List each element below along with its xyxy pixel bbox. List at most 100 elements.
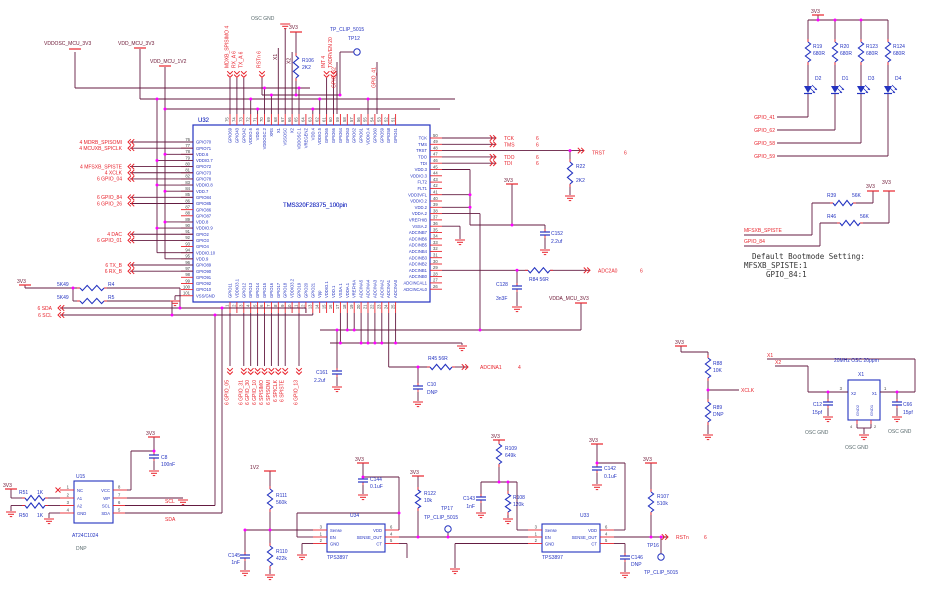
net-label-680r: 680R: [893, 51, 905, 57]
net-arrow-icon: [275, 367, 282, 372]
net-label-4-mdrb-spisomi: 4 MDRB_SPISOMI: [79, 140, 122, 146]
junction-dot: [510, 223, 514, 227]
pin-number: 93: [185, 241, 190, 246]
net-label-tms320f28375-100pin: TMS320F28375_100pin: [283, 203, 347, 209]
net-label-tps3897: TPS3897: [327, 555, 348, 561]
pin-number: 40: [433, 196, 438, 201]
junction-dot: [338, 93, 342, 97]
net-label-gpio-62: GPIO_62: [754, 128, 775, 134]
pin-number: 5: [118, 508, 121, 513]
net-label-5k49: 5K49: [57, 295, 69, 301]
net-label-100nf: 100nF: [161, 462, 175, 468]
pin-number: 27: [433, 278, 438, 283]
pin-number: 5: [390, 538, 393, 543]
junction-dot: [155, 226, 159, 230]
net-label-2k2: 2K2: [576, 178, 585, 184]
pin-name: TDO: [418, 155, 428, 160]
pin-name: VDD.9: [196, 256, 209, 261]
pin-number: 22: [370, 304, 375, 309]
net-label-10k: 10K: [713, 368, 723, 374]
junction-dot: [163, 189, 167, 193]
net-label-d3: D3: [868, 76, 875, 82]
net-label-d1: D1: [842, 76, 849, 82]
net-label-1k: 1K: [37, 513, 44, 519]
net-label-r124: R124: [893, 44, 905, 50]
pin-name: XRS: [269, 128, 274, 137]
pin-number: 81: [185, 168, 190, 173]
pin-name: VDDIO.9: [196, 226, 213, 231]
junction-dot: [269, 93, 273, 97]
net-arrow-icon: [127, 261, 132, 269]
pin-name: VDDIO.3: [410, 173, 427, 178]
pin-name: VDDIO3.2: [290, 278, 295, 298]
pin-name: GPIO3: [196, 238, 209, 243]
net-arrow-icon: [661, 533, 666, 541]
net-label-3v3: 3V3: [289, 25, 298, 31]
pin-number: 9: [280, 304, 285, 307]
junction-dot: [515, 268, 519, 272]
pin-number: 18: [342, 304, 347, 309]
net-label-dnp: DNP: [631, 562, 642, 568]
pin-name: GPIO17: [276, 282, 281, 298]
net-arrow-icon: [295, 367, 303, 372]
pin-number: 36: [433, 221, 438, 226]
junction-dot: [243, 528, 247, 532]
net-label-tp16: TP16: [647, 543, 659, 549]
pin-name: GPIO69: [228, 127, 233, 143]
net-label-tdo: TDO: [504, 155, 515, 161]
net-label-1k: 1K: [37, 490, 44, 496]
net-label-0-1uf: 0.1uF: [370, 484, 383, 490]
net-arrow-icon: [323, 70, 330, 75]
pin-number: 92: [185, 235, 190, 240]
pin-name: X1: [276, 127, 281, 133]
net-label-trst: TRST: [592, 151, 605, 157]
pin-name: GPIO12: [241, 282, 246, 298]
pin-name: VDDA.1: [345, 282, 350, 298]
pin-name: GPIO43: [234, 127, 239, 143]
pin-name: GPIO15: [262, 282, 267, 298]
net-arrow-icon: [127, 194, 132, 201]
junction-dot: [155, 97, 159, 101]
net-label-adc2a0: ADC2A0: [598, 268, 618, 274]
net-label-3v3: 3V3: [491, 434, 500, 440]
pin-number: 86: [185, 198, 190, 203]
net-arrow-icon: [254, 367, 261, 372]
net-label-x1: X1: [273, 54, 279, 60]
pin-number: 1: [320, 532, 323, 537]
pin-name: GPIO90: [196, 269, 212, 274]
net-arrow-icon: [127, 267, 132, 275]
net-arrow-icon: [240, 70, 247, 75]
net-label-u33: U33: [580, 513, 589, 519]
net-label-d4: D4: [895, 76, 902, 82]
mcu-ref: U32: [198, 118, 210, 124]
pin-name: SDA: [101, 511, 110, 516]
pin-name: GND: [330, 542, 339, 547]
net-label-r46: R46: [827, 214, 836, 220]
pin-number: 15: [321, 304, 326, 309]
pin-name: ADCINB3: [409, 255, 428, 260]
pin-name: VDDIO3.1: [234, 278, 239, 298]
pin-number: 5: [252, 304, 257, 307]
junction-dot: [213, 313, 217, 317]
pin-number: 69: [266, 117, 271, 122]
junction-dot: [318, 97, 322, 101]
no-connect-icon: [55, 487, 61, 493]
pin-number: 52: [383, 117, 388, 122]
junction-dot: [833, 18, 837, 22]
junction-dot: [816, 18, 820, 22]
pin-name: GPIO21: [310, 282, 315, 298]
junction-dot: [220, 306, 224, 310]
net-arrow-icon: [127, 144, 132, 152]
net-label-gpio-59: GPIO_59: [754, 154, 775, 160]
resistor-R123: [857, 41, 865, 63]
junction-dot: [468, 205, 472, 209]
net-arrow-icon: [258, 70, 266, 75]
net-arrow-icon: [664, 533, 669, 541]
pin-number: 7: [266, 304, 271, 307]
junction-dot: [256, 107, 260, 111]
net-label-3v3: 3V3: [146, 431, 155, 437]
net-label-u15: U15: [76, 474, 85, 480]
net-arrow-icon: [130, 231, 135, 238]
resistor-R4: [79, 284, 105, 292]
net-label-sda: SDA: [165, 517, 176, 523]
